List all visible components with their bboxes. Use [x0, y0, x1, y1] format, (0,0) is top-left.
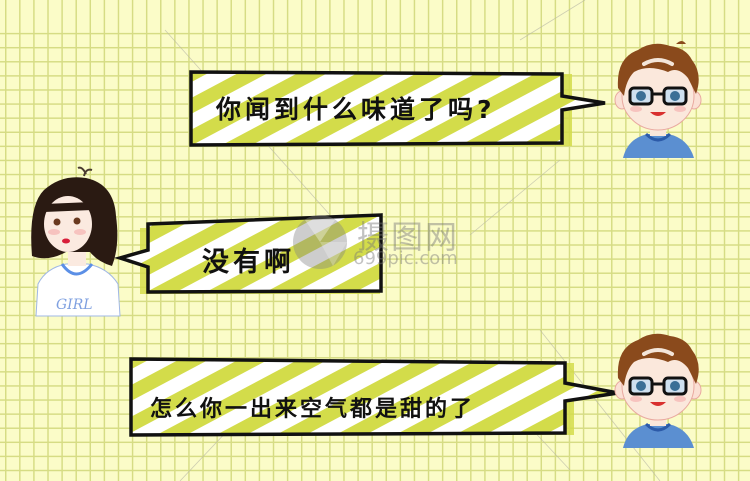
bubble-1-text: 你闻到什么味道了吗?	[216, 95, 496, 124]
boy-illustration-icon	[614, 41, 702, 158]
speech-bubble-2: 没有啊	[113, 212, 388, 296]
boy-avatar-bottom	[608, 328, 708, 448]
svg-text:GIRL: GIRL	[56, 297, 93, 313]
bubble-3-text: 怎么你一出来空气都是甜的了	[150, 397, 476, 422]
bubble-shape	[129, 357, 619, 437]
speech-bubble-3: 怎么你一出来空气都是甜的了	[128, 355, 623, 439]
bubble-shape	[113, 213, 383, 294]
speech-bubble-1: 你闻到什么味道了吗?	[188, 68, 608, 148]
top-margin	[0, 0, 750, 32]
bubble-2-text: 没有啊	[202, 247, 295, 278]
girl-avatar: GIRL	[26, 166, 126, 318]
bubble-shape	[189, 70, 606, 147]
boy-illustration-icon	[614, 333, 702, 448]
boy-avatar-top	[608, 38, 708, 158]
girl-illustration-icon: GIRL	[31, 166, 121, 317]
